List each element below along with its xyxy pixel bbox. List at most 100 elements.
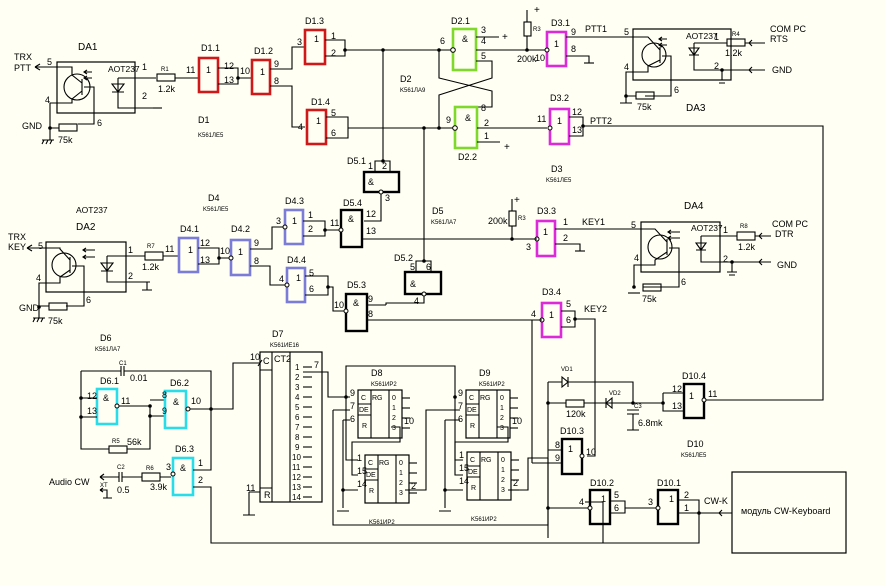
led-icon (110, 77, 158, 109)
svg-text:1.2k: 1.2k (725, 48, 743, 58)
register-label: C (361, 395, 366, 402)
da1-gnd-label: GND (22, 121, 43, 131)
svg-text:6: 6 (674, 85, 679, 95)
svg-text:1: 1 (292, 216, 297, 226)
resistor-200k-mid: + R3 200k (488, 195, 526, 239)
register-label: K561ИР2 (371, 382, 397, 388)
gate-d2-1: D2.1 & 6 3 4 5 + (438, 16, 547, 128)
svg-text:4: 4 (579, 497, 584, 507)
d7-output-label: 6 (295, 413, 300, 422)
d7-output-label: 14 (292, 493, 301, 502)
counter-d7: D7 K561ИЕ16 C CT2 R 10 11 7 123456789101… (243, 329, 350, 516)
svg-text:D6.2: D6.2 (170, 378, 189, 388)
svg-text:D10.4: D10.4 (682, 371, 706, 381)
svg-text:2: 2 (723, 254, 728, 264)
chip-d4: D4 K561ЛЕ5 (203, 193, 229, 213)
register-label: DE (467, 407, 477, 414)
register-label: 1 (392, 405, 396, 412)
svg-text:C2: C2 (117, 465, 125, 471)
svg-text:1: 1 (484, 131, 489, 141)
svg-text:1: 1 (543, 227, 548, 237)
svg-text:12: 12 (572, 107, 582, 117)
svg-text:1: 1 (142, 62, 147, 72)
register-label: RG (480, 395, 491, 402)
svg-text:D3: D3 (551, 164, 563, 174)
svg-text:0.01: 0.01 (130, 373, 148, 383)
svg-text:D10.3: D10.3 (560, 426, 584, 436)
svg-text:&: & (173, 397, 179, 407)
gate-d5-2: D5.2 & 5 6 4 (385, 128, 443, 306)
svg-text:GND: GND (19, 303, 40, 313)
svg-text:D2: D2 (400, 74, 412, 84)
gate-d6-3: D6.3 & 3 1 2 (166, 409, 604, 544)
svg-text:R3: R3 (533, 27, 541, 33)
optocoupler-da2: AOT237 DA2 TRX KEY GND R7 1.2k 75k 5 4 6… (8, 205, 179, 326)
svg-text:DA2: DA2 (76, 222, 96, 233)
register-label: C (470, 457, 475, 464)
svg-text:11: 11 (708, 389, 717, 399)
svg-text:D5.1: D5.1 (347, 156, 366, 166)
svg-text:1: 1 (684, 503, 689, 513)
diode-vd2-icon (605, 396, 613, 410)
register-label: 15 (459, 463, 469, 473)
svg-text:8: 8 (274, 76, 279, 86)
svg-text:1: 1 (689, 391, 694, 401)
svg-text:13: 13 (572, 125, 582, 135)
svg-text:AOT237: AOT237 (686, 31, 718, 41)
svg-text:6: 6 (309, 284, 314, 294)
svg-text:5: 5 (481, 51, 486, 61)
svg-text:6: 6 (614, 503, 619, 513)
svg-text:75k: 75k (48, 316, 63, 326)
svg-text:1: 1 (714, 32, 719, 42)
svg-text:1: 1 (554, 39, 559, 49)
svg-text:R8: R8 (740, 224, 748, 230)
svg-text:5: 5 (614, 490, 619, 500)
svg-text:12: 12 (200, 238, 210, 248)
svg-text:6: 6 (440, 36, 445, 46)
r1-value: 1.2k (158, 84, 176, 94)
register-label: 6 (458, 414, 463, 424)
svg-text:56k: 56k (127, 437, 142, 447)
register-label: 14 (459, 476, 469, 486)
svg-text:K561ЛА9: K561ЛА9 (400, 88, 426, 94)
led-icon (694, 235, 771, 263)
register-label: 6 (350, 414, 355, 424)
svg-text:&: & (348, 214, 354, 224)
d7-output-label: 13 (292, 483, 301, 492)
svg-text:K561ЛА7: K561ЛА7 (431, 220, 457, 226)
svg-text:1: 1 (669, 494, 674, 504)
svg-text:D3.2: D3.2 (550, 93, 569, 103)
svg-text:9: 9 (254, 238, 259, 248)
r1-resistor (156, 73, 176, 82)
register-label: 7 (458, 401, 463, 411)
svg-text:AOT237: AOT237 (76, 205, 108, 215)
svg-text:1: 1 (563, 217, 568, 227)
register-label: 3 (392, 425, 396, 432)
svg-text:12: 12 (224, 61, 234, 71)
svg-text:3: 3 (385, 193, 390, 203)
light-arrows-icon (83, 69, 92, 81)
gate-d4-3: D4.3 1 3 1 2 (276, 196, 341, 246)
svg-text:4: 4 (45, 95, 50, 105)
svg-text:3: 3 (481, 25, 486, 35)
svg-text:5: 5 (331, 108, 336, 118)
svg-text:R4: R4 (732, 32, 740, 38)
svg-text:4: 4 (624, 62, 629, 72)
svg-text:2: 2 (128, 271, 133, 281)
svg-text:+: + (514, 195, 520, 206)
gate-d10-2: D10.2 1 4 5 6 (546, 478, 657, 526)
register-label: 1 (399, 470, 403, 477)
svg-text:2: 2 (563, 233, 568, 243)
transistor-icon (51, 252, 77, 278)
gate-d6-1: D6.1 & 12 13 11 (79, 371, 165, 450)
svg-text:D10: D10 (687, 439, 704, 449)
gate-d10-3: D10.3 1 8 9 10 (532, 426, 596, 476)
svg-text:10: 10 (535, 53, 545, 63)
svg-text:D4.2: D4.2 (231, 224, 250, 234)
svg-text:4: 4 (279, 274, 284, 284)
register-label: K561ИР2 (369, 520, 395, 526)
